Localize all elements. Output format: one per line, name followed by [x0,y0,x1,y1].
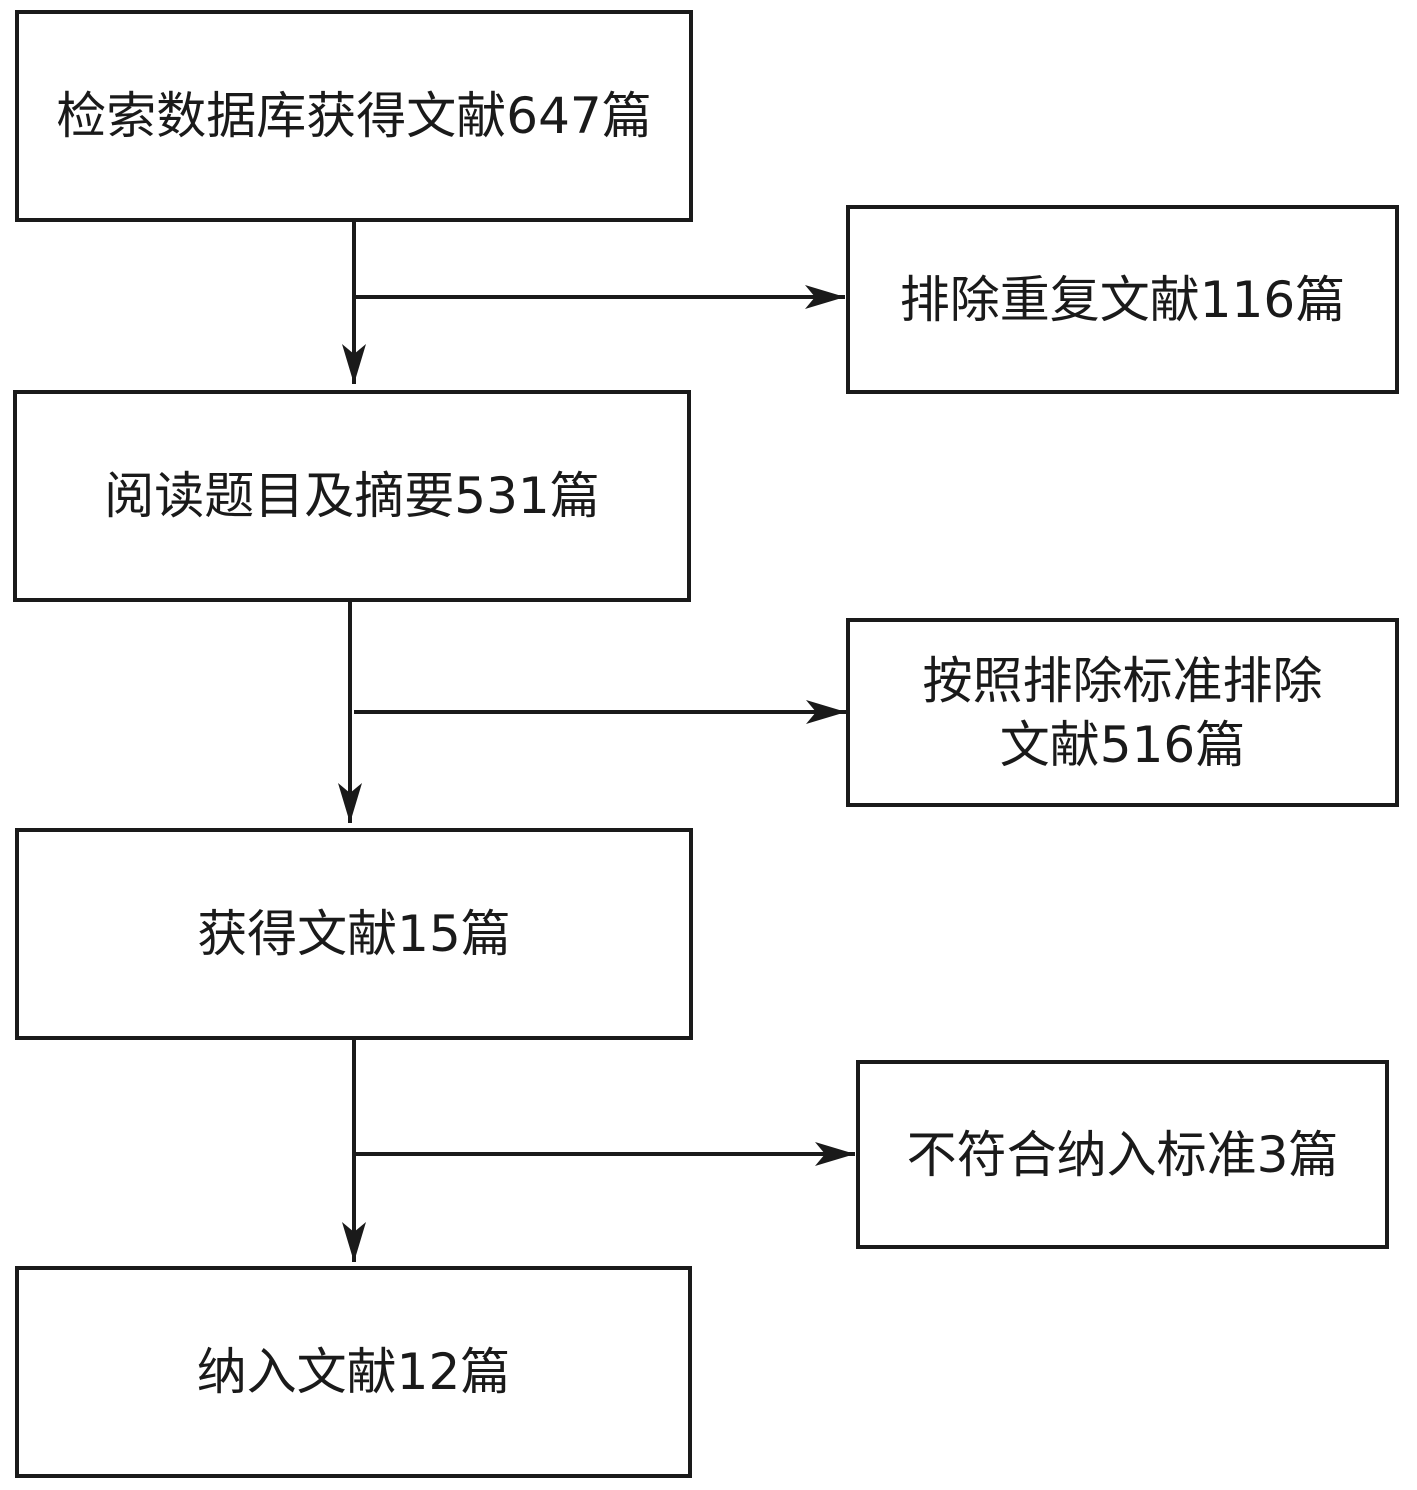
box-obtained-literature-label: 获得文献15篇 [197,905,511,963]
box-search-databases: 检索数据库获得文献647篇 [15,10,693,222]
box-search-databases-label: 检索数据库获得文献647篇 [56,87,652,145]
box-exclude-by-criteria-line-1: 按照排除标准排除 [922,651,1323,710]
box-obtained-literature: 获得文献15篇 [15,828,693,1040]
box-exclude-duplicates-label: 排除重复文献116篇 [899,270,1346,329]
box-exclude-by-criteria-line-2: 文献516篇 [999,715,1246,774]
box-read-titles-abstracts: 阅读题目及摘要531篇 [13,390,691,602]
box-not-meeting-inclusion-label: 不符合纳入标准3篇 [906,1125,1339,1184]
box-not-meeting-inclusion: 不符合纳入标准3篇 [856,1060,1389,1249]
box-exclude-by-criteria: 按照排除标准排除 文献516篇 [846,618,1399,807]
box-included-literature: 纳入文献12篇 [15,1266,692,1478]
box-read-titles-abstracts-label: 阅读题目及摘要531篇 [104,467,600,525]
box-exclude-duplicates: 排除重复文献116篇 [846,205,1399,394]
box-included-literature-label: 纳入文献12篇 [196,1343,511,1401]
